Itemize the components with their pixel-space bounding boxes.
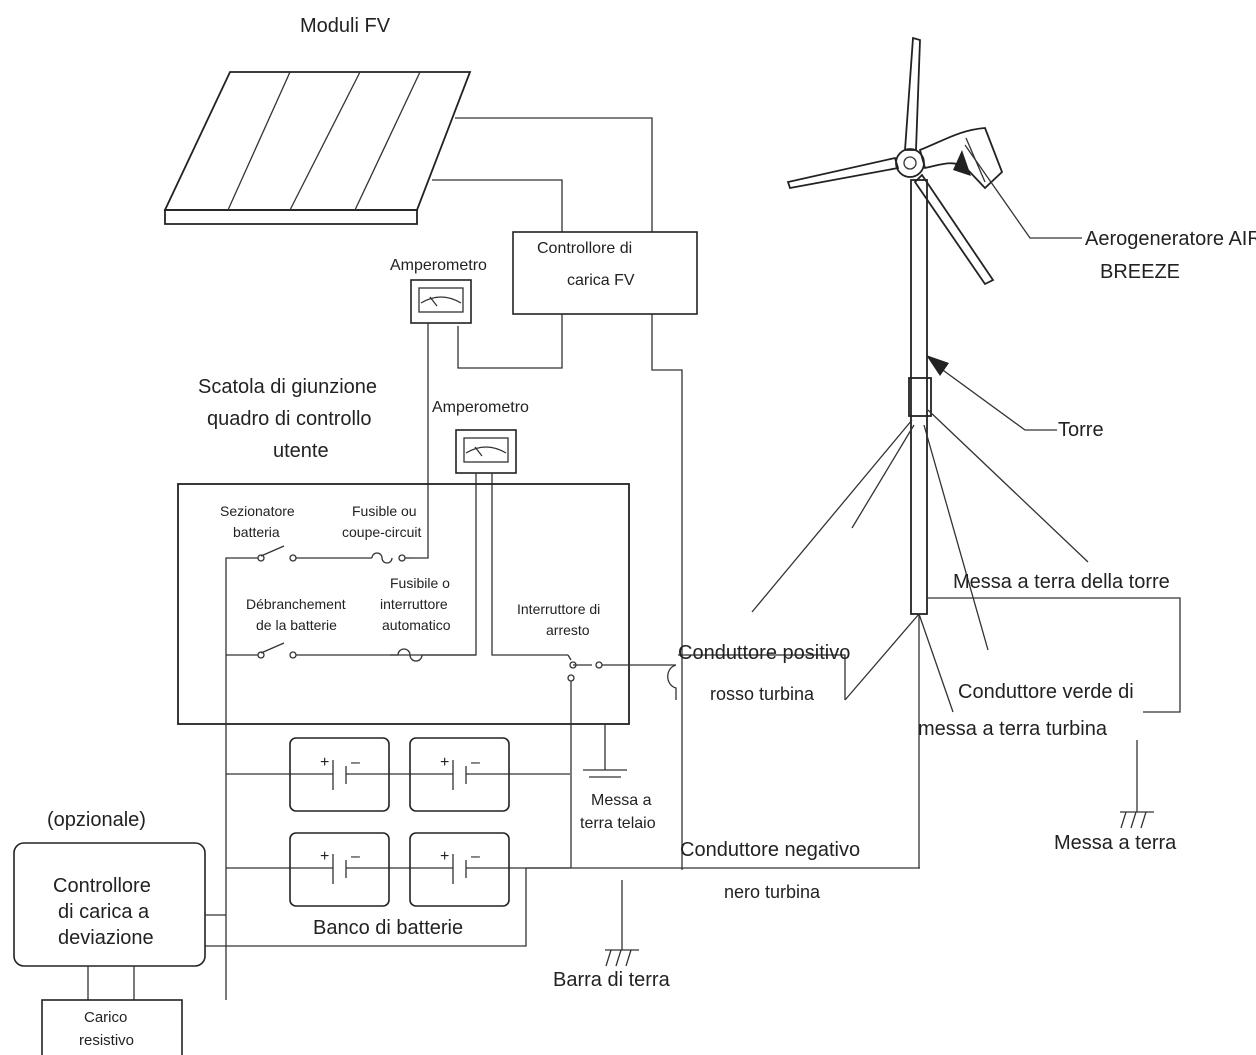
frame-ground-label-1: Messa a bbox=[591, 792, 652, 809]
battery-2-minus: – bbox=[471, 754, 480, 771]
earth-ground bbox=[1120, 811, 1154, 829]
battery-disconnect bbox=[226, 642, 398, 659]
battery-4-minus: – bbox=[471, 848, 480, 865]
wind-turbine bbox=[786, 36, 1004, 286]
fuse-2-label-3: automatico bbox=[382, 617, 451, 633]
tower bbox=[908, 179, 932, 868]
guy-wires bbox=[751, 409, 1089, 651]
battery-bank-label: Banco di batterie bbox=[313, 917, 463, 939]
frame-ground-label-2: terra telaio bbox=[580, 815, 656, 832]
ammeter-1-label: Amperometro bbox=[390, 257, 487, 274]
turbine-label-1: Aerogeneratore AIR bbox=[1085, 228, 1256, 250]
pv-charge-controller bbox=[512, 231, 698, 315]
ground-bar bbox=[605, 880, 639, 967]
pv-controller-label-2: carica FV bbox=[567, 272, 635, 289]
battery-2 bbox=[409, 737, 510, 812]
optional-label: (opzionale) bbox=[47, 809, 146, 831]
junction-box-label-2: quadro di controllo bbox=[207, 408, 372, 430]
stop-switch-label-1: Interruttore di bbox=[517, 601, 600, 617]
stop-switch bbox=[567, 654, 676, 868]
fuse-1-label-1: Fusible ou bbox=[352, 503, 417, 519]
diversion-charge-controller bbox=[13, 842, 206, 967]
diversion-label-3: deviazione bbox=[58, 927, 154, 949]
battery-4-plus: + bbox=[440, 848, 449, 865]
pv-modules-label: Moduli FV bbox=[300, 15, 391, 37]
pv-modules bbox=[163, 71, 472, 225]
junction-box-label-1: Scatola di giunzione bbox=[198, 376, 377, 398]
resistive-load bbox=[41, 999, 183, 1055]
battery-3-plus: + bbox=[320, 848, 329, 865]
ammeter-1 bbox=[410, 279, 472, 324]
battery-switch bbox=[225, 545, 372, 1000]
positive-label-2: rosso turbina bbox=[710, 684, 815, 704]
tower-ground-label: Messa a terra della torre bbox=[953, 571, 1170, 593]
tower-label: Torre bbox=[1058, 419, 1104, 441]
battery-bank bbox=[226, 773, 570, 869]
diversion-label-2: di carica a bbox=[58, 901, 150, 923]
ammeter-2-label: Amperometro bbox=[432, 399, 529, 416]
positive-label-1: Conduttore positivo bbox=[678, 642, 850, 664]
frame-ground bbox=[583, 724, 627, 778]
battery-1-plus: + bbox=[320, 754, 329, 771]
negative-label-2: nero turbina bbox=[724, 882, 821, 902]
resistive-label-1: Carico bbox=[84, 1009, 127, 1026]
battery-1-minus: – bbox=[351, 754, 360, 771]
fuse-2-label-2: interruttore bbox=[380, 596, 448, 612]
disconnect-label-2: de la batterie bbox=[256, 617, 337, 633]
junction-box-label-3: utente bbox=[273, 440, 329, 462]
resistive-label-2: resistivo bbox=[79, 1032, 134, 1049]
fuse-2 bbox=[397, 648, 423, 662]
battery-3-minus: – bbox=[351, 848, 360, 865]
disconnect-label-1: Débranchement bbox=[246, 596, 346, 612]
fuse-2-label-1: Fusibile o bbox=[390, 575, 450, 591]
stop-switch-label-2: arresto bbox=[546, 622, 590, 638]
pv-controller-label-1: Controllore di bbox=[537, 240, 632, 257]
fuse-1-label-2: coupe-circuit bbox=[342, 524, 421, 540]
battery-2-plus: + bbox=[440, 754, 449, 771]
diversion-label-1: Controllore bbox=[53, 875, 151, 897]
fuse-1 bbox=[371, 552, 412, 564]
negative-label-1: Conduttore negativo bbox=[680, 839, 860, 861]
tower-arrow bbox=[926, 355, 949, 376]
ammeter-2 bbox=[455, 429, 517, 474]
earth-label: Messa a terra bbox=[1054, 832, 1177, 854]
green-label-1: Conduttore verde di bbox=[958, 681, 1134, 703]
green-label-2: messa a terra turbina bbox=[918, 718, 1108, 740]
battery-switch-label-2: batteria bbox=[233, 524, 280, 540]
turbine-label-2: BREEZE bbox=[1100, 261, 1180, 283]
battery-4 bbox=[409, 832, 510, 907]
battery-3 bbox=[289, 832, 390, 907]
battery-1 bbox=[289, 737, 390, 812]
battery-switch-label-1: Sezionatore bbox=[220, 503, 295, 519]
user-control-panel bbox=[177, 483, 630, 725]
turbine-arrow bbox=[953, 150, 971, 176]
ground-bar-label: Barra di terra bbox=[553, 969, 671, 991]
